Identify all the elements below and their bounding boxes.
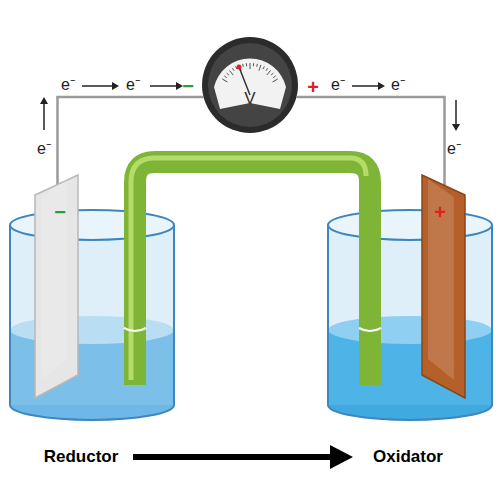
electron-label: e⁻ bbox=[331, 73, 345, 95]
anode-electrode: − bbox=[35, 175, 80, 398]
electron-label: e⁻ bbox=[37, 137, 51, 159]
salt-bridge bbox=[124, 158, 381, 385]
voltmeter: V bbox=[202, 37, 298, 133]
species-label: Reductor bbox=[44, 447, 119, 467]
electron-label: e⁻ bbox=[447, 137, 461, 159]
circuit-wire bbox=[58, 97, 204, 185]
right-beaker bbox=[328, 210, 492, 420]
cathode-electrode: + bbox=[422, 175, 467, 398]
meter-body bbox=[202, 37, 298, 133]
circuit-wire bbox=[296, 97, 444, 185]
polarity-sign: + bbox=[434, 201, 446, 224]
terminal-sign: + bbox=[307, 76, 319, 99]
electron-label: e⁻ bbox=[391, 73, 405, 95]
species-label: Oxidator bbox=[373, 447, 443, 467]
meter-symbol: V bbox=[244, 89, 255, 109]
electron-label: e⁻ bbox=[61, 73, 75, 95]
terminal-sign: − bbox=[182, 75, 194, 98]
reaction-arrow bbox=[133, 445, 353, 469]
electron-label: e⁻ bbox=[126, 73, 140, 95]
polarity-sign: − bbox=[54, 201, 66, 224]
